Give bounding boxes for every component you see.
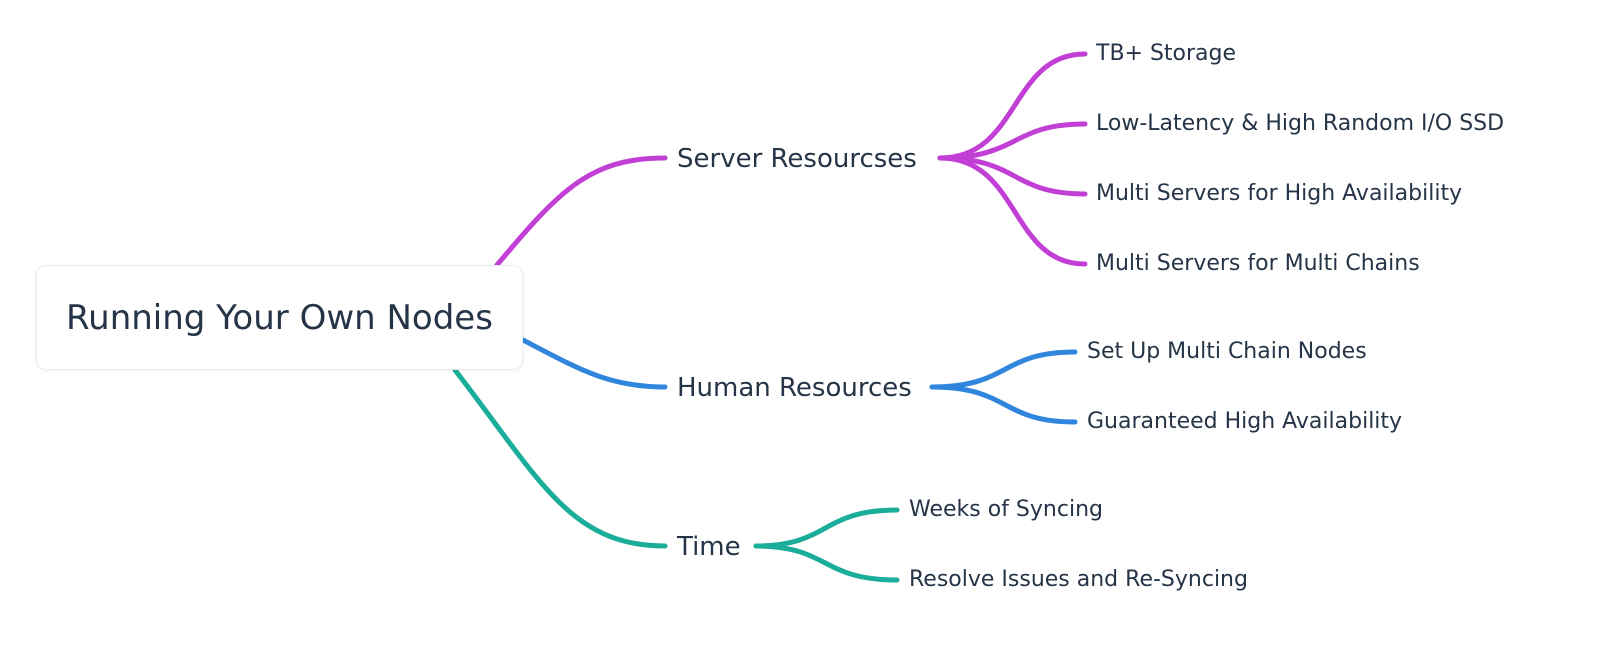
leaf-resolve-issues: Resolve Issues and Re-Syncing — [909, 567, 1248, 592]
edge-time-leaf-2 — [753, 543, 900, 583]
leaf-guaranteed-availability: Guaranteed High Availability — [1087, 409, 1403, 434]
edge-root-human — [520, 337, 668, 390]
edge-server-leaf-1 — [937, 51, 1088, 161]
root-node-label: Running Your Own Nodes — [66, 297, 493, 338]
edge-server-leaf-2 — [937, 121, 1088, 161]
leaf-multi-servers-availability: Multi Servers for High Availability — [1096, 181, 1463, 206]
root-node: Running Your Own Nodes — [36, 265, 523, 370]
edge-human-leaf-2 — [929, 384, 1078, 425]
edge-time-leaf-1 — [753, 507, 900, 549]
branch-human-resources: Human Resources — [677, 373, 912, 403]
leaf-tb-storage: TB+ Storage — [1096, 41, 1237, 66]
edge-root-server — [494, 155, 668, 268]
edge-root-time — [452, 367, 668, 549]
edge-human-leaf-1 — [929, 349, 1078, 390]
branch-time: Time — [677, 532, 741, 562]
leaf-low-latency-ssd: Low-Latency & High Random I/O SSD — [1096, 111, 1505, 136]
leaf-multi-servers-chains: Multi Servers for Multi Chains — [1096, 251, 1420, 276]
leaf-set-up-nodes: Set Up Multi Chain Nodes — [1087, 339, 1367, 364]
branch-server-resources: Server Resourcses — [677, 144, 917, 174]
edge-server-leaf-4 — [937, 155, 1088, 267]
leaf-weeks-syncing: Weeks of Syncing — [909, 497, 1103, 522]
